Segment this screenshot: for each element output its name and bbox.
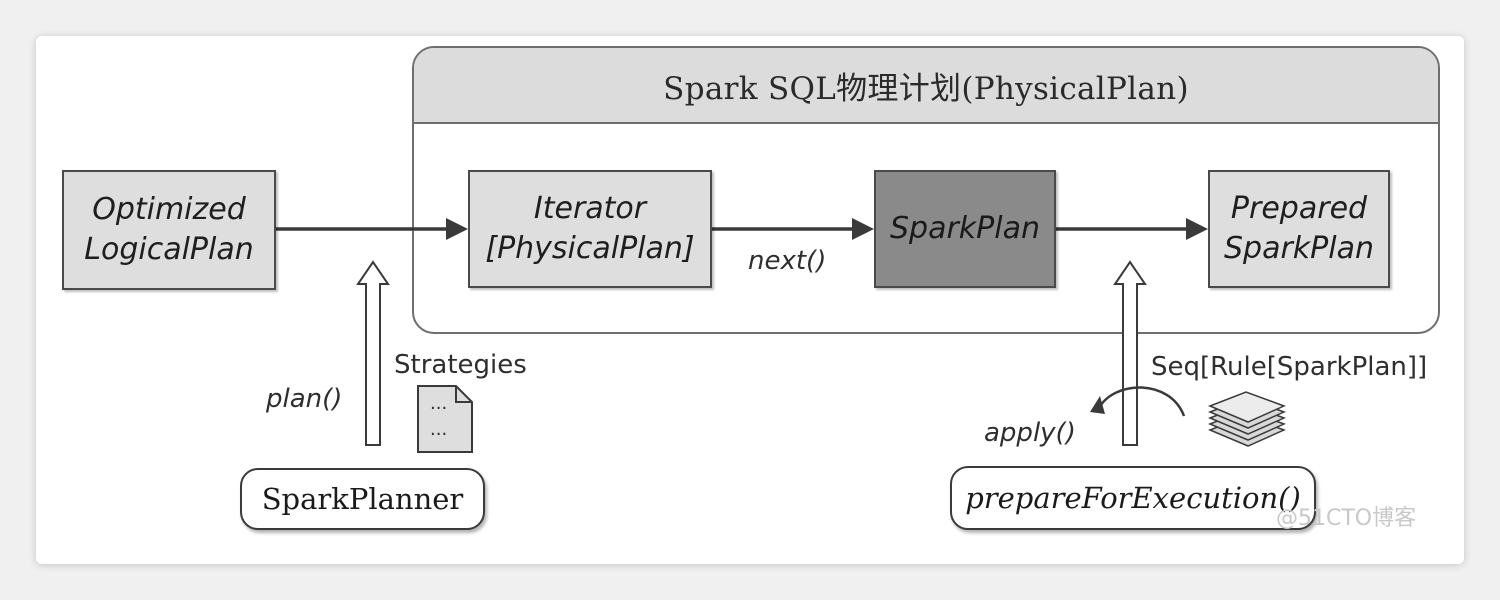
document-icon: [417, 385, 473, 453]
spark-planner-pill: SparkPlanner: [240, 468, 485, 530]
label-next: next(): [748, 246, 827, 276]
node-spark-plan: SparkPlan: [874, 170, 1056, 288]
node-optimized-logical-plan: Optimized LogicalPlan: [62, 170, 276, 290]
arrow-up-planner: [356, 260, 390, 446]
apply-curve-arrow: [1090, 386, 1186, 417]
arrow-iterator-to-sparkplan: [712, 218, 874, 240]
arrow-sparkplan-to-prepared: [1056, 218, 1208, 240]
document-dots-2: ...: [430, 419, 448, 440]
container-title: Spark SQL物理计划(PhysicalPlan): [414, 48, 1438, 124]
watermark: @51CTO博客: [1276, 506, 1417, 531]
label-seq-rule: Seq[Rule[SparkPlan]]: [1151, 352, 1428, 382]
label-apply: apply(): [984, 418, 1076, 448]
document-dots-1: ...: [430, 393, 448, 414]
prepare-for-execution-pill: prepareForExecution(): [950, 466, 1316, 530]
node-iterator-physical-plan: Iterator [PhysicalPlan]: [468, 170, 712, 288]
arrow-up-prepare: [1113, 260, 1147, 446]
layers-icon: [1208, 391, 1286, 447]
arrow-logical-to-iterator: [276, 218, 468, 240]
node-prepared-spark-plan: Prepared SparkPlan: [1208, 170, 1390, 288]
label-plan: plan(): [266, 384, 343, 414]
label-strategies: Strategies: [394, 350, 527, 380]
